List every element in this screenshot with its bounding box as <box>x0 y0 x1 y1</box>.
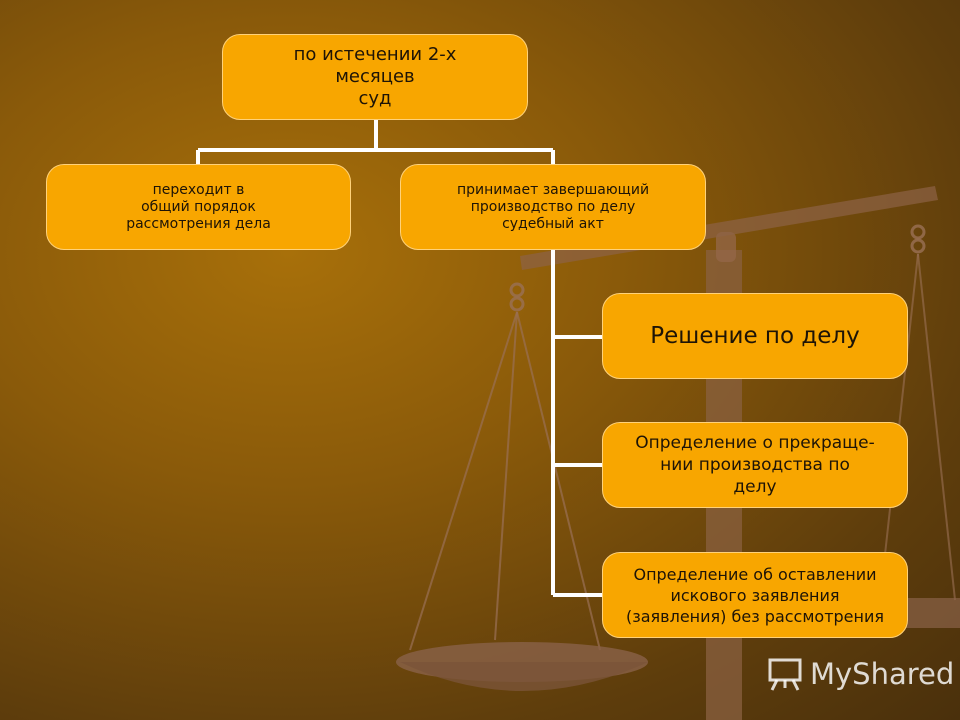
child-node-final-act: принимает завершающий производство по де… <box>400 164 706 250</box>
act-node-decision: Решение по делу <box>602 293 908 379</box>
presentation-icon <box>768 658 802 691</box>
watermark-text: MyShared <box>810 657 955 691</box>
child-node-general-procedure: переходит в общий порядок рассмотрения д… <box>46 164 351 250</box>
watermark: MyShared <box>768 654 954 694</box>
act-node-termination-ruling: Определение о прекраще- нии производства… <box>602 422 908 508</box>
root-node: по истечении 2-х месяцев суд <box>222 34 528 120</box>
act-node-dismissal-ruling: Определение об оставлении искового заявл… <box>602 552 908 638</box>
